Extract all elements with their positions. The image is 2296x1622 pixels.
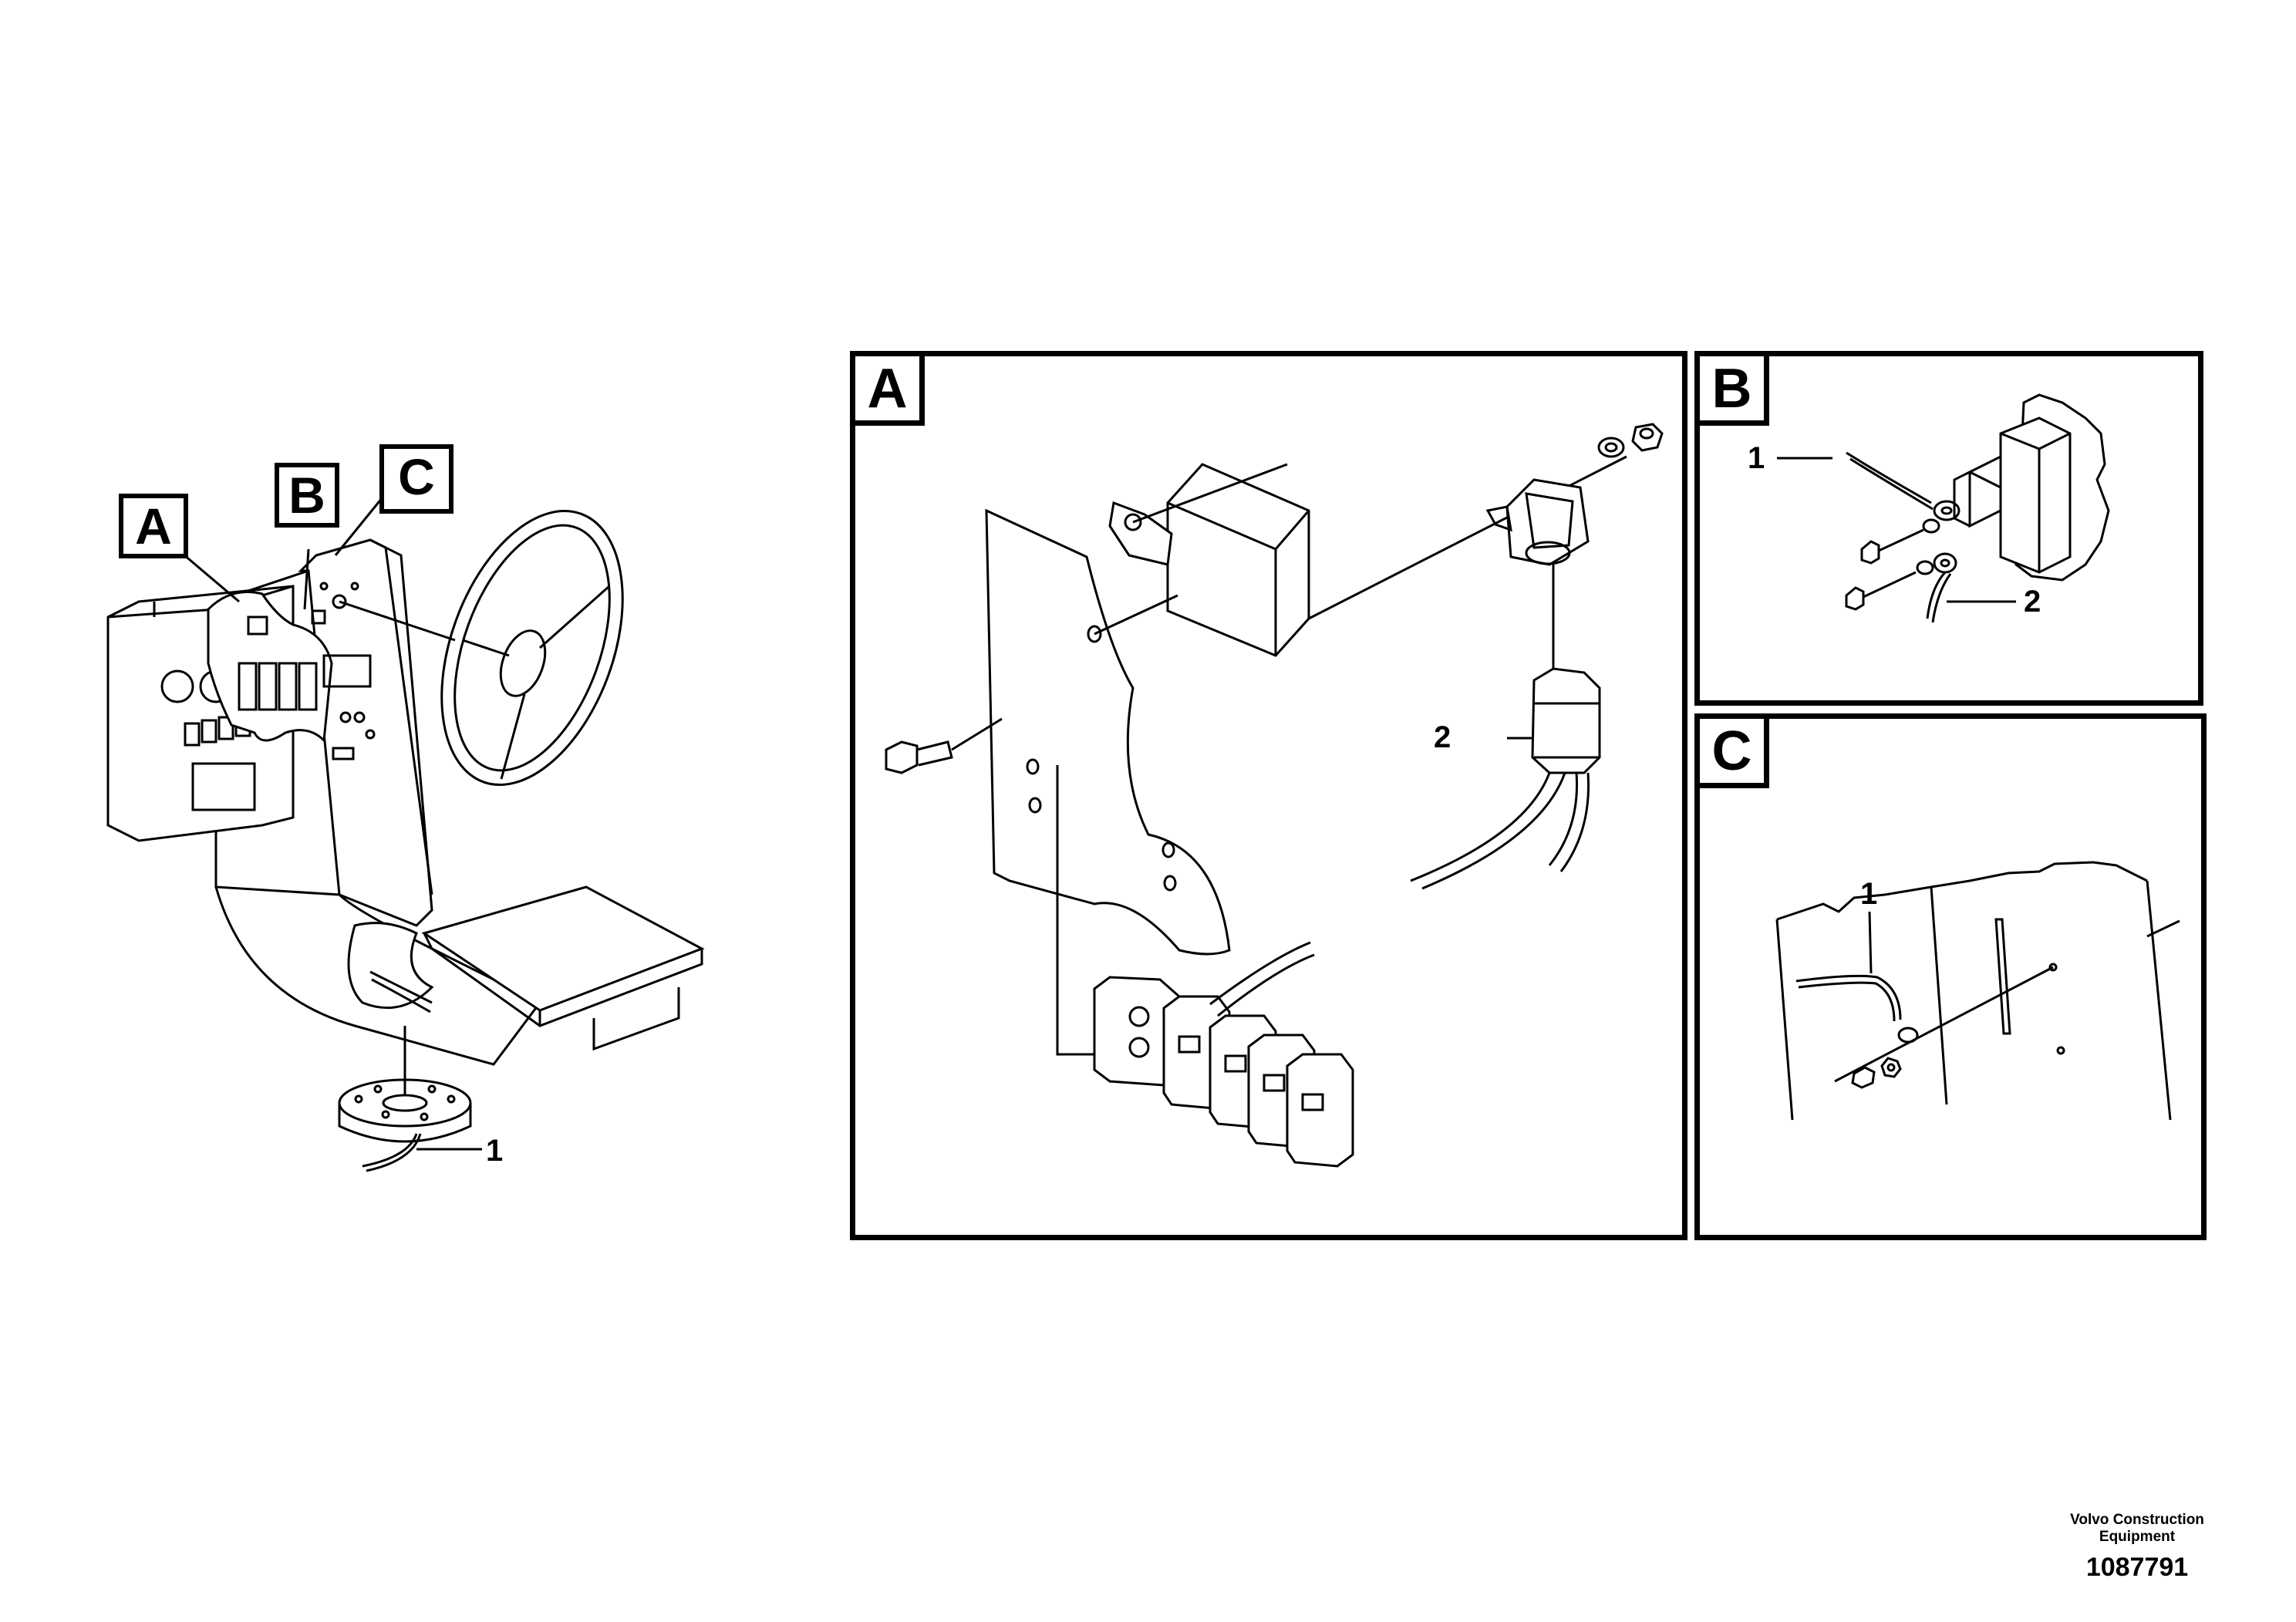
panel-c-part-label-1: 1 <box>1860 877 1878 911</box>
footer-block: Volvo Construction Equipment 1087791 <box>2052 1512 2222 1583</box>
overview-drawing <box>106 493 705 1172</box>
callout-a: A <box>119 494 188 558</box>
panel-c-tag: C <box>1700 719 1769 788</box>
panel-a-part-label-2: 2 <box>1434 720 1451 754</box>
panel-b-part-label-2: 2 <box>2024 585 2041 619</box>
callout-b: B <box>275 463 339 528</box>
drawing-number: 1087791 <box>2085 1553 2189 1582</box>
callout-c: C <box>379 444 453 514</box>
detail-panel-c: C 1 <box>1694 713 2207 1240</box>
company-line-2: Equipment <box>2099 1529 2176 1545</box>
panel-a-tag: A <box>855 356 925 426</box>
panel-b-drawing <box>1777 393 2110 623</box>
detail-panel-b: B 1 2 <box>1694 351 2203 706</box>
panel-b-part-label-1: 1 <box>1748 441 1765 475</box>
panel-b-tag: B <box>1700 356 1769 426</box>
detail-panel-a: A <box>850 351 1687 1240</box>
panel-a-drawing <box>885 423 1664 1168</box>
overview-part-label-1: 1 <box>486 1134 504 1168</box>
company-line-1: Volvo Construction <box>2070 1512 2204 1528</box>
panel-c-drawing <box>1775 861 2180 1121</box>
